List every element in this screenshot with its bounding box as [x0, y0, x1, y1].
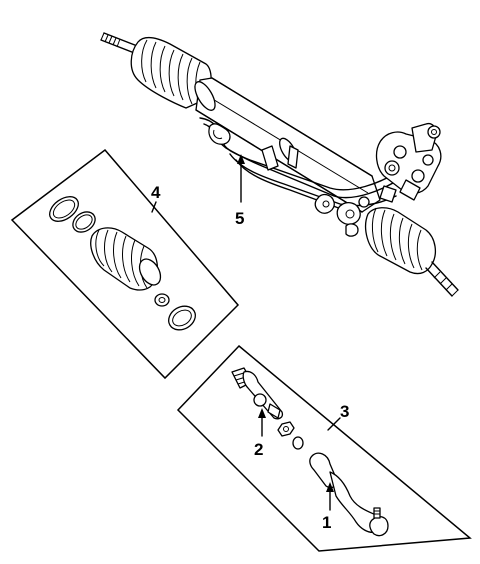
- rack-left-threaded-end: [100, 32, 141, 55]
- callout-3-label: 3: [340, 402, 349, 421]
- callout-1: 1: [322, 482, 334, 532]
- outer-tie-rod-end: [309, 452, 389, 537]
- rack-valve-body: [375, 122, 442, 203]
- tie-rod-jam-nut: [277, 421, 295, 437]
- tie-rod-box: [176, 344, 472, 552]
- rack-housing-tube: [194, 77, 381, 213]
- inner-tie-rod: [231, 367, 284, 420]
- boot-clamp-ring-large: [49, 196, 79, 222]
- boot-kit-bushing: [154, 293, 170, 307]
- boot-kit-bellows: [90, 227, 162, 291]
- boot-clamp-ring-small: [72, 211, 96, 233]
- rack-mounting-brackets: [314, 193, 370, 237]
- tie-rod-washer: [292, 436, 304, 450]
- callout-4-label: 4: [151, 183, 161, 202]
- callout-5-label: 5: [235, 209, 244, 228]
- tie-rod-group: 3: [176, 344, 472, 552]
- callout-5: 5: [235, 154, 245, 228]
- rack-right-bellows-boot: [365, 207, 437, 275]
- rack-right-threaded-end: [425, 261, 459, 297]
- callout-3: 3: [327, 402, 349, 431]
- boot-clamp-ring-outer: [168, 305, 196, 331]
- callout-2-label: 2: [254, 440, 263, 459]
- boot-kit-box: [10, 148, 240, 380]
- callout-4: 4: [151, 183, 161, 213]
- callout-1-label: 1: [322, 513, 331, 532]
- boot-kit-group: 4: [10, 148, 240, 380]
- callout-2: 2: [254, 408, 266, 459]
- steering-rack-assembly: [100, 32, 459, 297]
- hydraulic-lines: [199, 117, 405, 211]
